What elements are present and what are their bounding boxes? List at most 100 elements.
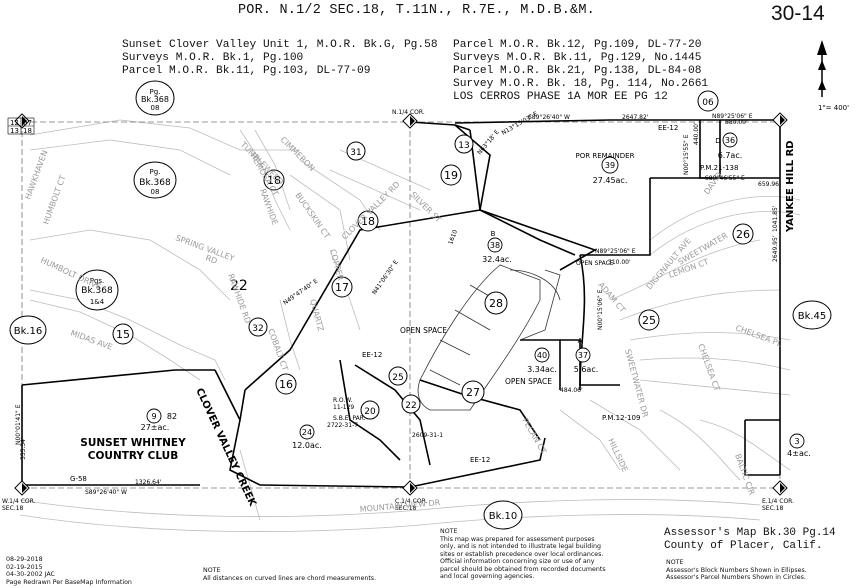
svg-text:OPEN SPACE: OPEN SPACE: [505, 377, 552, 386]
note-right-line-2: Assessor's Parcel Numbers Shown in Circl…: [666, 574, 806, 581]
block-ellipse-labels: Pg. Bk.368 08 Pg. Bk.368 08 Pgs. Bk.368 …: [14, 88, 827, 522]
svg-text:YANKEE HILL RD: YANKEE HILL RD: [785, 140, 796, 233]
svg-text:A: A: [578, 337, 583, 345]
svg-text:Bk.368: Bk.368: [81, 286, 113, 296]
svg-text:26: 26: [736, 228, 750, 241]
page-number: 30-14: [771, 2, 825, 25]
svg-text:SUNSET WHITNEY: SUNSET WHITNEY: [80, 437, 186, 449]
svg-text:1041.85': 1041.85': [772, 205, 779, 232]
svg-text:Bk.368: Bk.368: [139, 178, 171, 188]
svg-text:C.1/4 COR.: C.1/4 COR.: [395, 498, 428, 505]
svg-text:Bk.16: Bk.16: [14, 326, 43, 337]
svg-text:G-58: G-58: [70, 475, 87, 483]
svg-text:5.6ac.: 5.6ac.: [574, 365, 599, 374]
svg-text:R.O.W.: R.O.W.: [333, 397, 352, 404]
svg-text:N00°01'41" E: N00°01'41" E: [15, 404, 22, 445]
svg-text:HUMBOLT CT: HUMBOLT CT: [41, 174, 67, 226]
svg-text:B: B: [491, 230, 496, 238]
svg-text:COPPER: COPPER: [328, 248, 345, 282]
svg-text:EE-12: EE-12: [470, 456, 490, 464]
svg-text:SEC.18: SEC.18: [762, 505, 784, 512]
svg-text:CLOVER VALLEY CREEK: CLOVER VALLEY CREEK: [193, 387, 258, 510]
svg-text:880.00': 880.00': [725, 119, 748, 126]
svg-text:BUCKSKIN CT: BUCKSKIN CT: [293, 191, 331, 240]
note-right: NOTE Assessor's Block Numbers Shown in E…: [666, 559, 807, 582]
sunset-whitney-label: SUNSET WHITNEY COUNTRY CLUB: [80, 437, 186, 462]
svg-text:N89°25'06" E: N89°25'06" E: [712, 113, 753, 120]
page-circles: [112, 90, 754, 420]
svg-text:659.96': 659.96': [758, 181, 781, 188]
ref-left-2: Surveys M.O.R. Bk.1, Pg.100: [122, 52, 304, 64]
ref-right-2: Surveys M.O.R. Bk.11, Pg.129, No.1445: [453, 52, 702, 64]
svg-text:P.M.12-109: P.M.12-109: [602, 414, 640, 422]
note-dates: 08-29-2018 02-19-2015 04-30-2002 JAC Pag…: [6, 556, 132, 586]
svg-text:15: 15: [116, 328, 130, 341]
svg-text:32.4ac.: 32.4ac.: [482, 255, 512, 264]
note-center-line-6: and local governing agencies.: [440, 573, 535, 580]
yankee-hill-rd-label: YANKEE HILL RD: [785, 140, 796, 233]
svg-text:36: 36: [725, 136, 735, 145]
svg-text:HAWKHAVEN: HAWKHAVEN: [23, 149, 49, 201]
assessor-line-1: Assessor's Map Bk.30 Pg.14: [664, 527, 836, 539]
svg-text:484.06': 484.06': [560, 387, 583, 394]
svg-text:N89°25'06" E: N89°25'06" E: [595, 248, 636, 255]
note-center: NOTE This map was prepared for assessmen…: [440, 528, 650, 581]
svg-text:N63°18' E: N63°18' E: [476, 129, 501, 157]
svg-text:OPEN SPACE: OPEN SPACE: [576, 260, 614, 267]
svg-text:CHELSEA CT: CHELSEA CT: [696, 343, 722, 393]
svg-text:24: 24: [302, 428, 312, 437]
date-1: 08-29-2018: [6, 556, 43, 563]
svg-text:12.0ac.: 12.0ac.: [292, 441, 322, 450]
bk-368-08-left: [133, 161, 177, 199]
svg-text:2649.95': 2649.95': [772, 235, 779, 262]
bk-368-08-top: [135, 80, 175, 116]
refs-right: Parcel M.O.R. Bk.12, Pg.109, DL-77-20 Su…: [453, 39, 708, 104]
note-center-line-1: This map was prepared for assessment pur…: [440, 535, 595, 543]
svg-text:25: 25: [642, 314, 656, 327]
svg-text:Pg.: Pg.: [150, 168, 161, 176]
ref-left-1: Sunset Clover Valley Unit 1, M.O.R. Bk.G…: [122, 39, 438, 51]
svg-text:CHELSEA PL: CHELSEA PL: [734, 323, 783, 348]
svg-text:06: 06: [702, 98, 714, 108]
svg-text:22: 22: [405, 401, 416, 411]
svg-text:POR REMAINDER: POR REMAINDER: [576, 152, 635, 160]
svg-text:EE-12: EE-12: [362, 351, 382, 359]
svg-text:18: 18: [267, 174, 281, 187]
svg-text:N13°15'03" E: N13°15'03" E: [501, 110, 540, 136]
svg-text:PECAN CT: PECAN CT: [520, 417, 548, 456]
parcel-circle-labels: 39 36 38 40 37 24 9 3: [151, 136, 799, 446]
svg-text:N41°06'30" E: N41°06'30" E: [371, 259, 400, 296]
svg-text:RD: RD: [204, 253, 218, 265]
svg-text:3.34ac.: 3.34ac.: [527, 365, 557, 374]
note-left-text: All distances on curved lines are chord …: [203, 574, 377, 582]
svg-text:Bk.368: Bk.368: [141, 95, 169, 104]
svg-text:9: 9: [151, 412, 156, 421]
bk-45: [792, 300, 832, 330]
note-right-line-1: Assessor's Block Numbers Shown in Ellips…: [666, 566, 807, 574]
note-center-line-2: only, and is not intended to illustrate …: [440, 543, 602, 550]
svg-text:2722-31-7: 2722-31-7: [327, 422, 358, 429]
svg-text:P.M.21-138: P.M.21-138: [700, 164, 738, 172]
date-2: 02-19-2015: [6, 563, 43, 571]
svg-text:N.1/4 COR.: N.1/4 COR.: [392, 109, 425, 116]
svg-text:EE-12: EE-12: [658, 124, 678, 132]
svg-text:07: 07: [23, 119, 32, 127]
background-streets: [19, 119, 801, 532]
svg-text:22: 22: [230, 278, 248, 294]
svg-text:19: 19: [444, 169, 458, 182]
svg-text:2609-31-1: 2609-31-1: [412, 432, 443, 439]
svg-text:28: 28: [489, 297, 503, 310]
svg-text:3: 3: [794, 437, 799, 446]
map-labels: OPEN SPACE OPEN SPACE OPEN SPACE 22 EE-1…: [2, 109, 794, 512]
svg-text:SEC.18: SEC.18: [395, 505, 417, 512]
note-center-line-3: sites or establish precedence over local…: [440, 550, 604, 558]
svg-text:27.45ac.: 27.45ac.: [593, 176, 628, 185]
svg-text:555.54': 555.54': [20, 437, 27, 460]
clover-valley-creek-label: CLOVER VALLEY CREEK: [193, 387, 258, 510]
page-circle-labels: 31 13 19 18 18 17 28 32 16 15 25 27 26 2…: [116, 98, 750, 417]
ref-right-1: Parcel M.O.R. Bk.12, Pg.109, DL-77-20: [453, 39, 702, 51]
svg-text:S89°26'40" W: S89°26'40" W: [85, 489, 127, 496]
svg-text:440.00': 440.00': [693, 122, 700, 145]
svg-text:OPEN SPACE: OPEN SPACE: [400, 326, 447, 335]
